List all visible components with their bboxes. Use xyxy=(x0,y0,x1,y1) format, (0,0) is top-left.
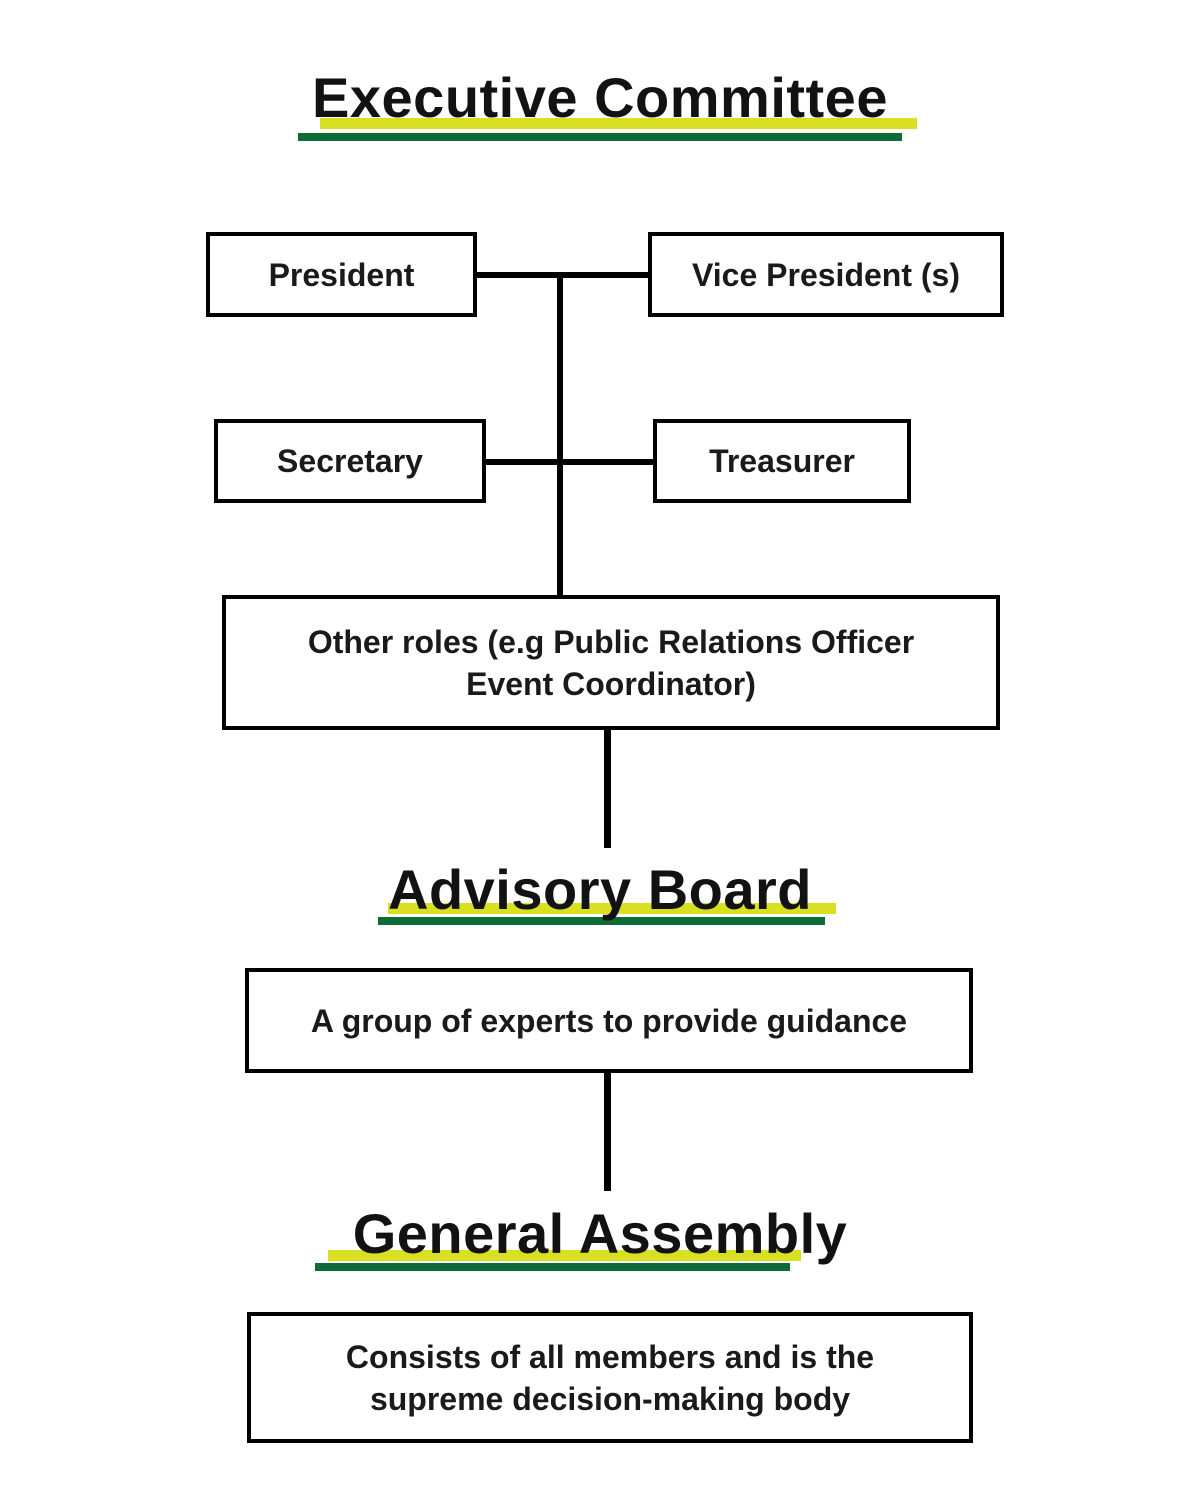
general-highlight-bar xyxy=(328,1250,801,1261)
box-president: President xyxy=(206,232,477,317)
box-general-description: Consists of all members and is the supre… xyxy=(247,1312,973,1443)
executive-highlight-bar xyxy=(320,118,917,129)
connector-advisory-general xyxy=(604,1073,611,1191)
box-secretary: Secretary xyxy=(214,419,486,503)
box-other-roles-line1: Other roles (e.g Public Relations Office… xyxy=(307,623,915,660)
advisory-underline-bar xyxy=(378,917,825,925)
connector-secretary-treasurer xyxy=(483,459,653,465)
heading-advisory-board: Advisory Board xyxy=(388,858,812,921)
box-vice-president: Vice President (s) xyxy=(648,232,1004,317)
executive-underline-bar xyxy=(298,133,902,141)
box-treasurer: Treasurer xyxy=(653,419,911,503)
box-president-label: President xyxy=(268,256,415,293)
box-secretary-label: Secretary xyxy=(277,443,423,479)
connector-vertical-executive xyxy=(557,272,563,595)
heading-executive-committee: Executive Committee xyxy=(312,66,888,129)
advisory-highlight-bar xyxy=(388,903,836,914)
connector-otherroles-advisory xyxy=(604,730,611,848)
box-advisory-description: A group of experts to provide guidance xyxy=(245,968,973,1073)
box-other-roles-line2: Event Coordinator) xyxy=(466,665,756,702)
box-general-description-line2: supreme decision-making body xyxy=(369,1380,851,1417)
box-treasurer-label: Treasurer xyxy=(709,443,855,479)
general-underline-bar xyxy=(315,1263,790,1271)
box-vice-president-label: Vice President (s) xyxy=(692,256,960,293)
box-general-description-line1: Consists of all members and is the xyxy=(345,1338,875,1375)
heading-general-assembly: General Assembly xyxy=(352,1202,848,1265)
box-advisory-description-label: A group of experts to provide guidance xyxy=(310,1002,908,1039)
box-other-roles: Other roles (e.g Public Relations Office… xyxy=(222,595,1000,730)
